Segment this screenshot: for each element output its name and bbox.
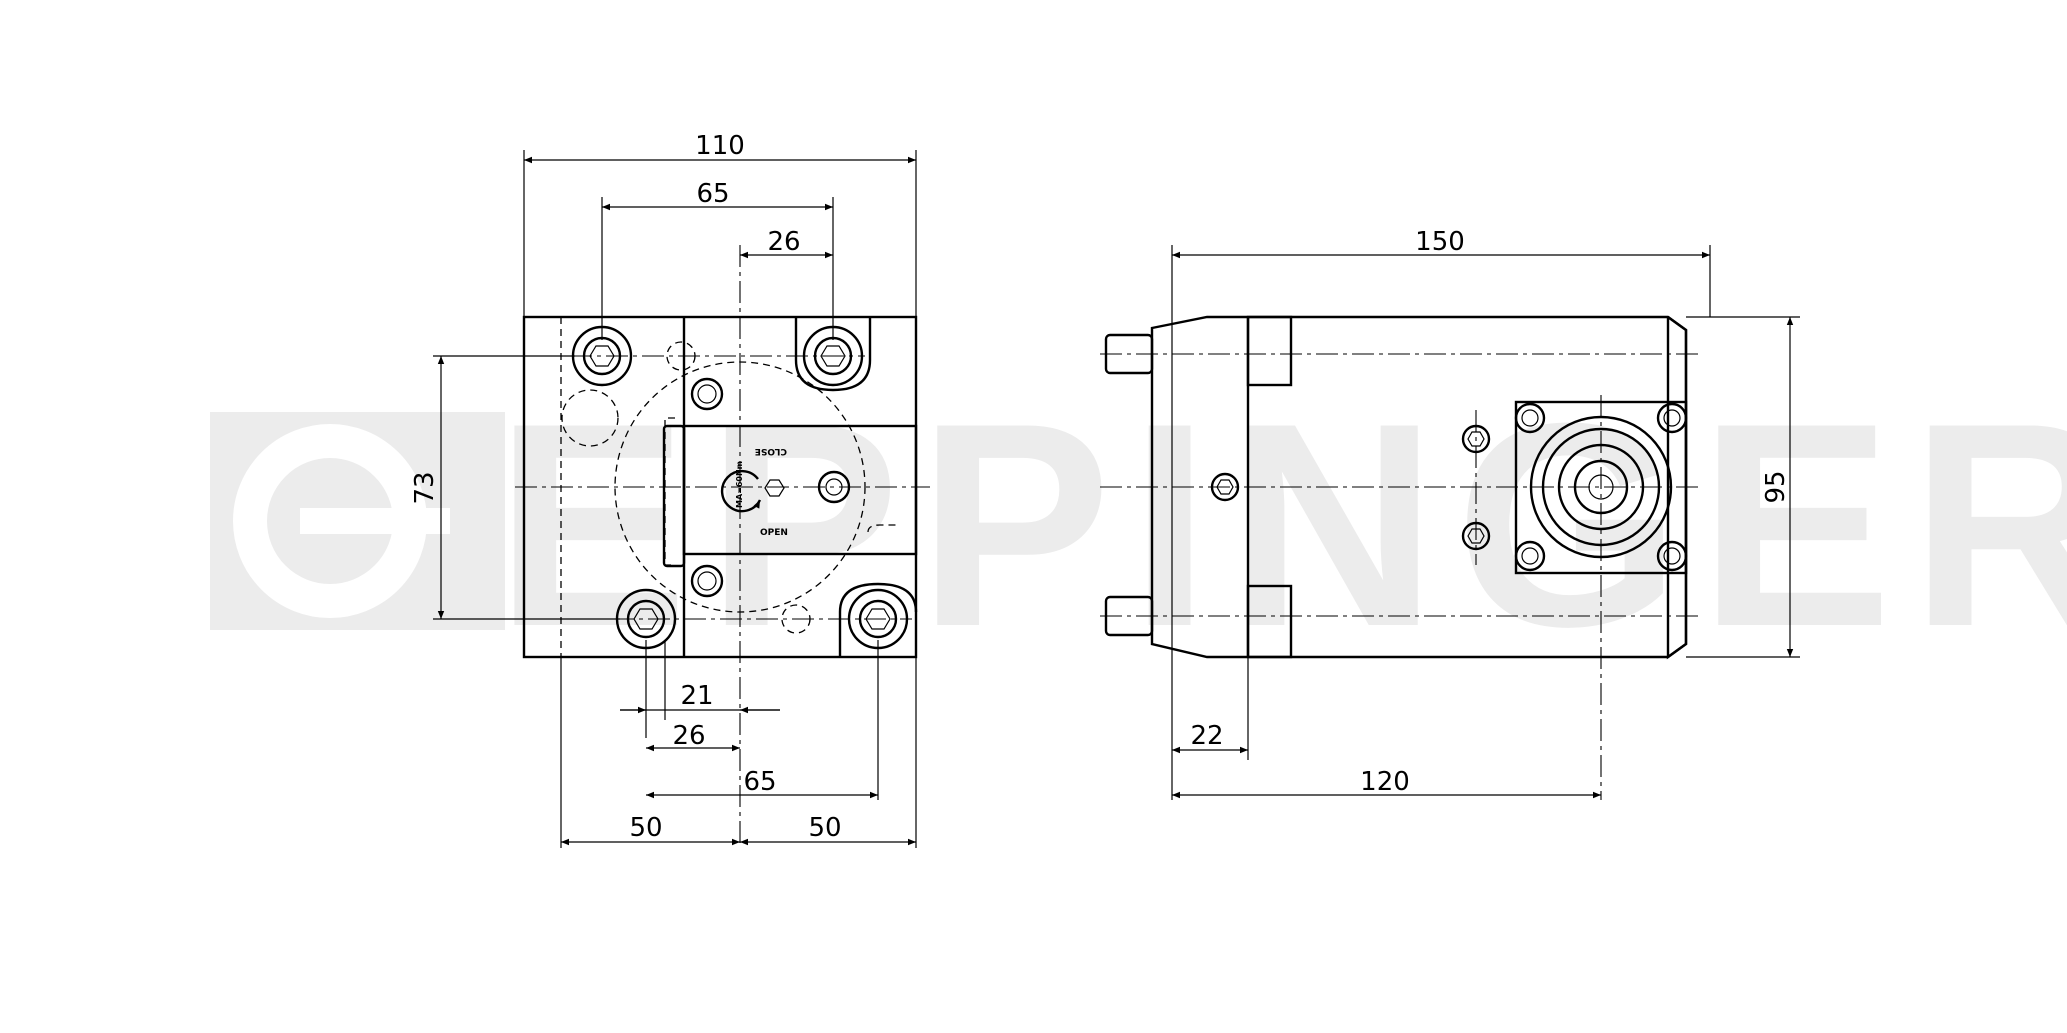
side-key-bottom: [1246, 584, 1293, 659]
dim-120: 120: [1360, 767, 1410, 797]
side-flange-screw-tl: [1514, 402, 1546, 434]
front-view: CLOSE OPEN MA=60Nm 110 65 26 73 21: [410, 131, 930, 848]
dim-26-bottom: 26: [672, 721, 705, 751]
front-counterbore-top-right: [794, 317, 872, 392]
front-rotation-arrow: [720, 469, 762, 513]
dim-50-left: 50: [629, 813, 662, 843]
watermark: EPPINGER: [210, 363, 2067, 687]
dim-26-top: 26: [767, 227, 800, 257]
watermark-logo-bar: [300, 508, 450, 534]
dim-22: 22: [1190, 721, 1223, 751]
side-flange-screw-tr: [1656, 402, 1688, 434]
dim-73: 73: [410, 471, 440, 504]
side-key-top: [1246, 315, 1293, 387]
front-label-close: CLOSE: [755, 446, 787, 456]
dim-110: 110: [695, 131, 745, 161]
front-clamp-slot: [662, 424, 686, 568]
front-hidden-slot: [664, 417, 675, 566]
dim-65-bottom: 65: [743, 767, 776, 797]
front-label-open: OPEN: [760, 528, 788, 538]
side-view: 150 95 22 120: [1100, 227, 1800, 800]
front-label-torque: MA=60Nm: [735, 461, 744, 508]
side-flange-screw-bl: [1514, 540, 1546, 572]
dim-65-top: 65: [696, 179, 729, 209]
dim-150: 150: [1415, 227, 1465, 257]
dim-95: 95: [1761, 470, 1791, 503]
side-flange-screw-br: [1656, 540, 1688, 572]
front-hidden-pocket-left: [561, 389, 619, 447]
dim-21: 21: [680, 681, 713, 711]
front-hex-socket-icon: [764, 479, 785, 497]
front-screw-lower: [690, 564, 724, 598]
front-hidden-pocket-right: [867, 524, 896, 533]
dim-50-right: 50: [808, 813, 841, 843]
front-screw-upper: [690, 377, 724, 411]
front-counterbore-bottom-right: [838, 582, 918, 657]
watermark-text: EPPINGER: [495, 363, 2067, 687]
